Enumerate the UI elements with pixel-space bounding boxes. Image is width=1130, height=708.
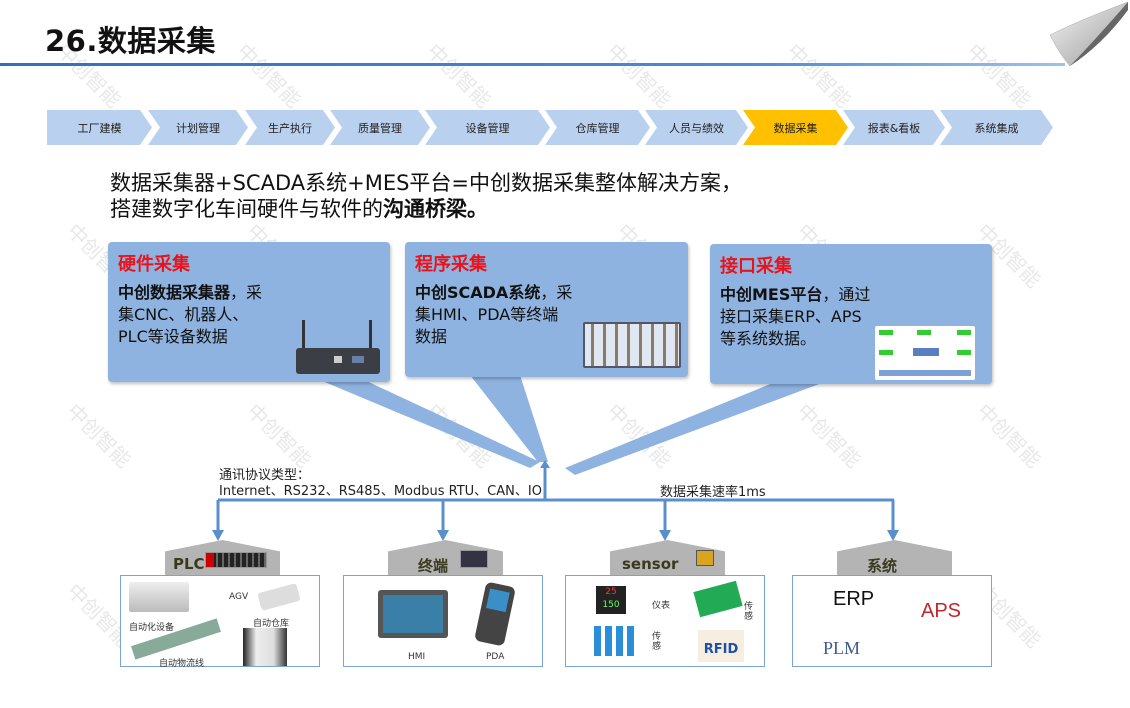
callout-text: 数据 <box>415 327 448 346</box>
callout-text: 等系统数据。 <box>720 329 817 348</box>
page-title: 26.数据采集 <box>45 24 216 58</box>
group-plc: PLC AGV 自动化设备 自动仓库 自动物流线 <box>120 540 320 669</box>
aps-label: APS <box>921 600 962 622</box>
group-terminal: 终端 HMI PDA <box>343 540 543 668</box>
callout-tail-1 <box>315 378 540 468</box>
process-step[interactable]: 人员与绩效 <box>645 110 748 145</box>
protocol-info: 通讯协议类型： Internet、RS232、RS485、Modbus RTU、… <box>219 468 542 500</box>
automation-machine-image <box>129 582 189 612</box>
callout-program-collection: 程序采集 中创SCADA系统，采集HMI、PDA等终端数据 <box>405 242 688 377</box>
callout-text: ，采 <box>230 283 263 302</box>
callout-product: 中创MES平台 <box>720 285 823 304</box>
heading-line-1: 数据采集器+SCADA系统+MES平台=中创数据采集整体解决方案， <box>110 171 743 195</box>
title-divider <box>0 63 1065 66</box>
callout-interface-collection: 接口采集 中创MES平台，通过接口采集ERP、APS 等系统数据。 <box>710 244 992 384</box>
callout-product: 中创SCADA系统 <box>415 283 541 302</box>
process-step[interactable]: 质量管理 <box>330 110 430 145</box>
process-step[interactable]: 系统集成 <box>940 110 1053 145</box>
arrow-down-icon <box>437 530 449 541</box>
callout-tail-2 <box>470 375 548 462</box>
sensors-image <box>594 626 638 656</box>
process-step[interactable]: 数据采集 <box>743 110 848 145</box>
item-label: 仪表 <box>652 601 671 611</box>
process-step[interactable]: 设备管理 <box>425 110 550 145</box>
pda-image <box>474 581 516 647</box>
arrow-down-icon <box>887 530 899 541</box>
sensor-image <box>696 550 714 566</box>
group-box: ERP APS PLM <box>792 575 992 667</box>
item-label: 自动仓库 <box>253 619 290 629</box>
plm-label: PLM <box>823 638 861 658</box>
process-step[interactable]: 报表&看板 <box>843 110 945 145</box>
group-box: AGV 自动化设备 自动仓库 自动物流线 <box>120 575 320 669</box>
arrow-up-icon <box>540 460 550 468</box>
collection-rate: 数据采集速率1ms <box>660 485 766 500</box>
group-title: 系统 <box>867 557 898 575</box>
group-title: PLC <box>173 555 205 573</box>
protocol-label: 通讯协议类型： <box>219 468 311 483</box>
group-system: 系统 ERP APS PLM <box>792 540 992 668</box>
collector-device-image <box>296 320 380 378</box>
item-label: AGV <box>229 592 249 602</box>
solution-heading: 数据采集器+SCADA系统+MES平台=中创数据采集整体解决方案， 搭建数字化车… <box>110 170 742 222</box>
callout-text: ，采 <box>540 283 573 302</box>
process-step[interactable]: 计划管理 <box>148 110 248 145</box>
group-title: sensor <box>622 555 679 573</box>
callout-title: 程序采集 <box>415 254 487 275</box>
item-label: 传感 <box>744 602 754 622</box>
item-label: 自动物流线 <box>159 659 205 669</box>
callout-title: 硬件采集 <box>118 254 190 275</box>
item-label: HMI <box>408 652 426 662</box>
protocol-value: Internet、RS232、RS485、Modbus RTU、CAN、IO <box>219 484 542 499</box>
callout-text: 集HMI、PDA等终端 <box>415 305 559 324</box>
callout-product: 中创数据采集器 <box>118 283 231 302</box>
callout-title: 接口采集 <box>720 256 792 277</box>
hmi-image <box>378 590 448 638</box>
callout-hardware-collection: 硬件采集 中创数据采集器，采集CNC、机器人、 PLC等设备数据 <box>108 242 390 382</box>
plc-module-image <box>205 552 267 568</box>
mes-diagram-image <box>875 326 975 380</box>
sensor-board-image <box>693 580 743 618</box>
process-step[interactable]: 生产执行 <box>245 110 335 145</box>
arrow-down-icon <box>659 530 671 541</box>
item-label: PDA <box>486 652 505 662</box>
item-label: 传感 <box>652 632 662 652</box>
callout-text: 接口采集ERP、APS <box>720 307 862 326</box>
group-title: 终端 <box>418 557 449 575</box>
callout-tail-3 <box>565 380 830 475</box>
callout-text: 集CNC、机器人、 <box>118 305 249 324</box>
erp-label: ERP <box>833 588 875 610</box>
callout-text: PLC等设备数据 <box>118 327 228 346</box>
rfid-image: RFID <box>698 630 744 662</box>
callout-text: ，通过 <box>822 285 871 304</box>
heading-line-2: 搭建数字化车间硬件与软件的 <box>110 197 383 221</box>
page-curl-icon <box>1049 1 1129 67</box>
warehouse-machine-image <box>243 628 287 666</box>
terminal-image <box>460 550 488 568</box>
arrow-down-icon <box>212 530 224 541</box>
scada-screenshot-image <box>583 322 681 368</box>
heading-emphasis: 沟通桥梁。 <box>383 197 488 221</box>
process-step[interactable]: 工厂建模 <box>47 110 152 145</box>
agv-image <box>257 583 301 611</box>
process-step[interactable]: 仓库管理 <box>545 110 650 145</box>
group-box: HMI PDA <box>343 575 543 667</box>
item-label: 自动化设备 <box>129 623 175 633</box>
